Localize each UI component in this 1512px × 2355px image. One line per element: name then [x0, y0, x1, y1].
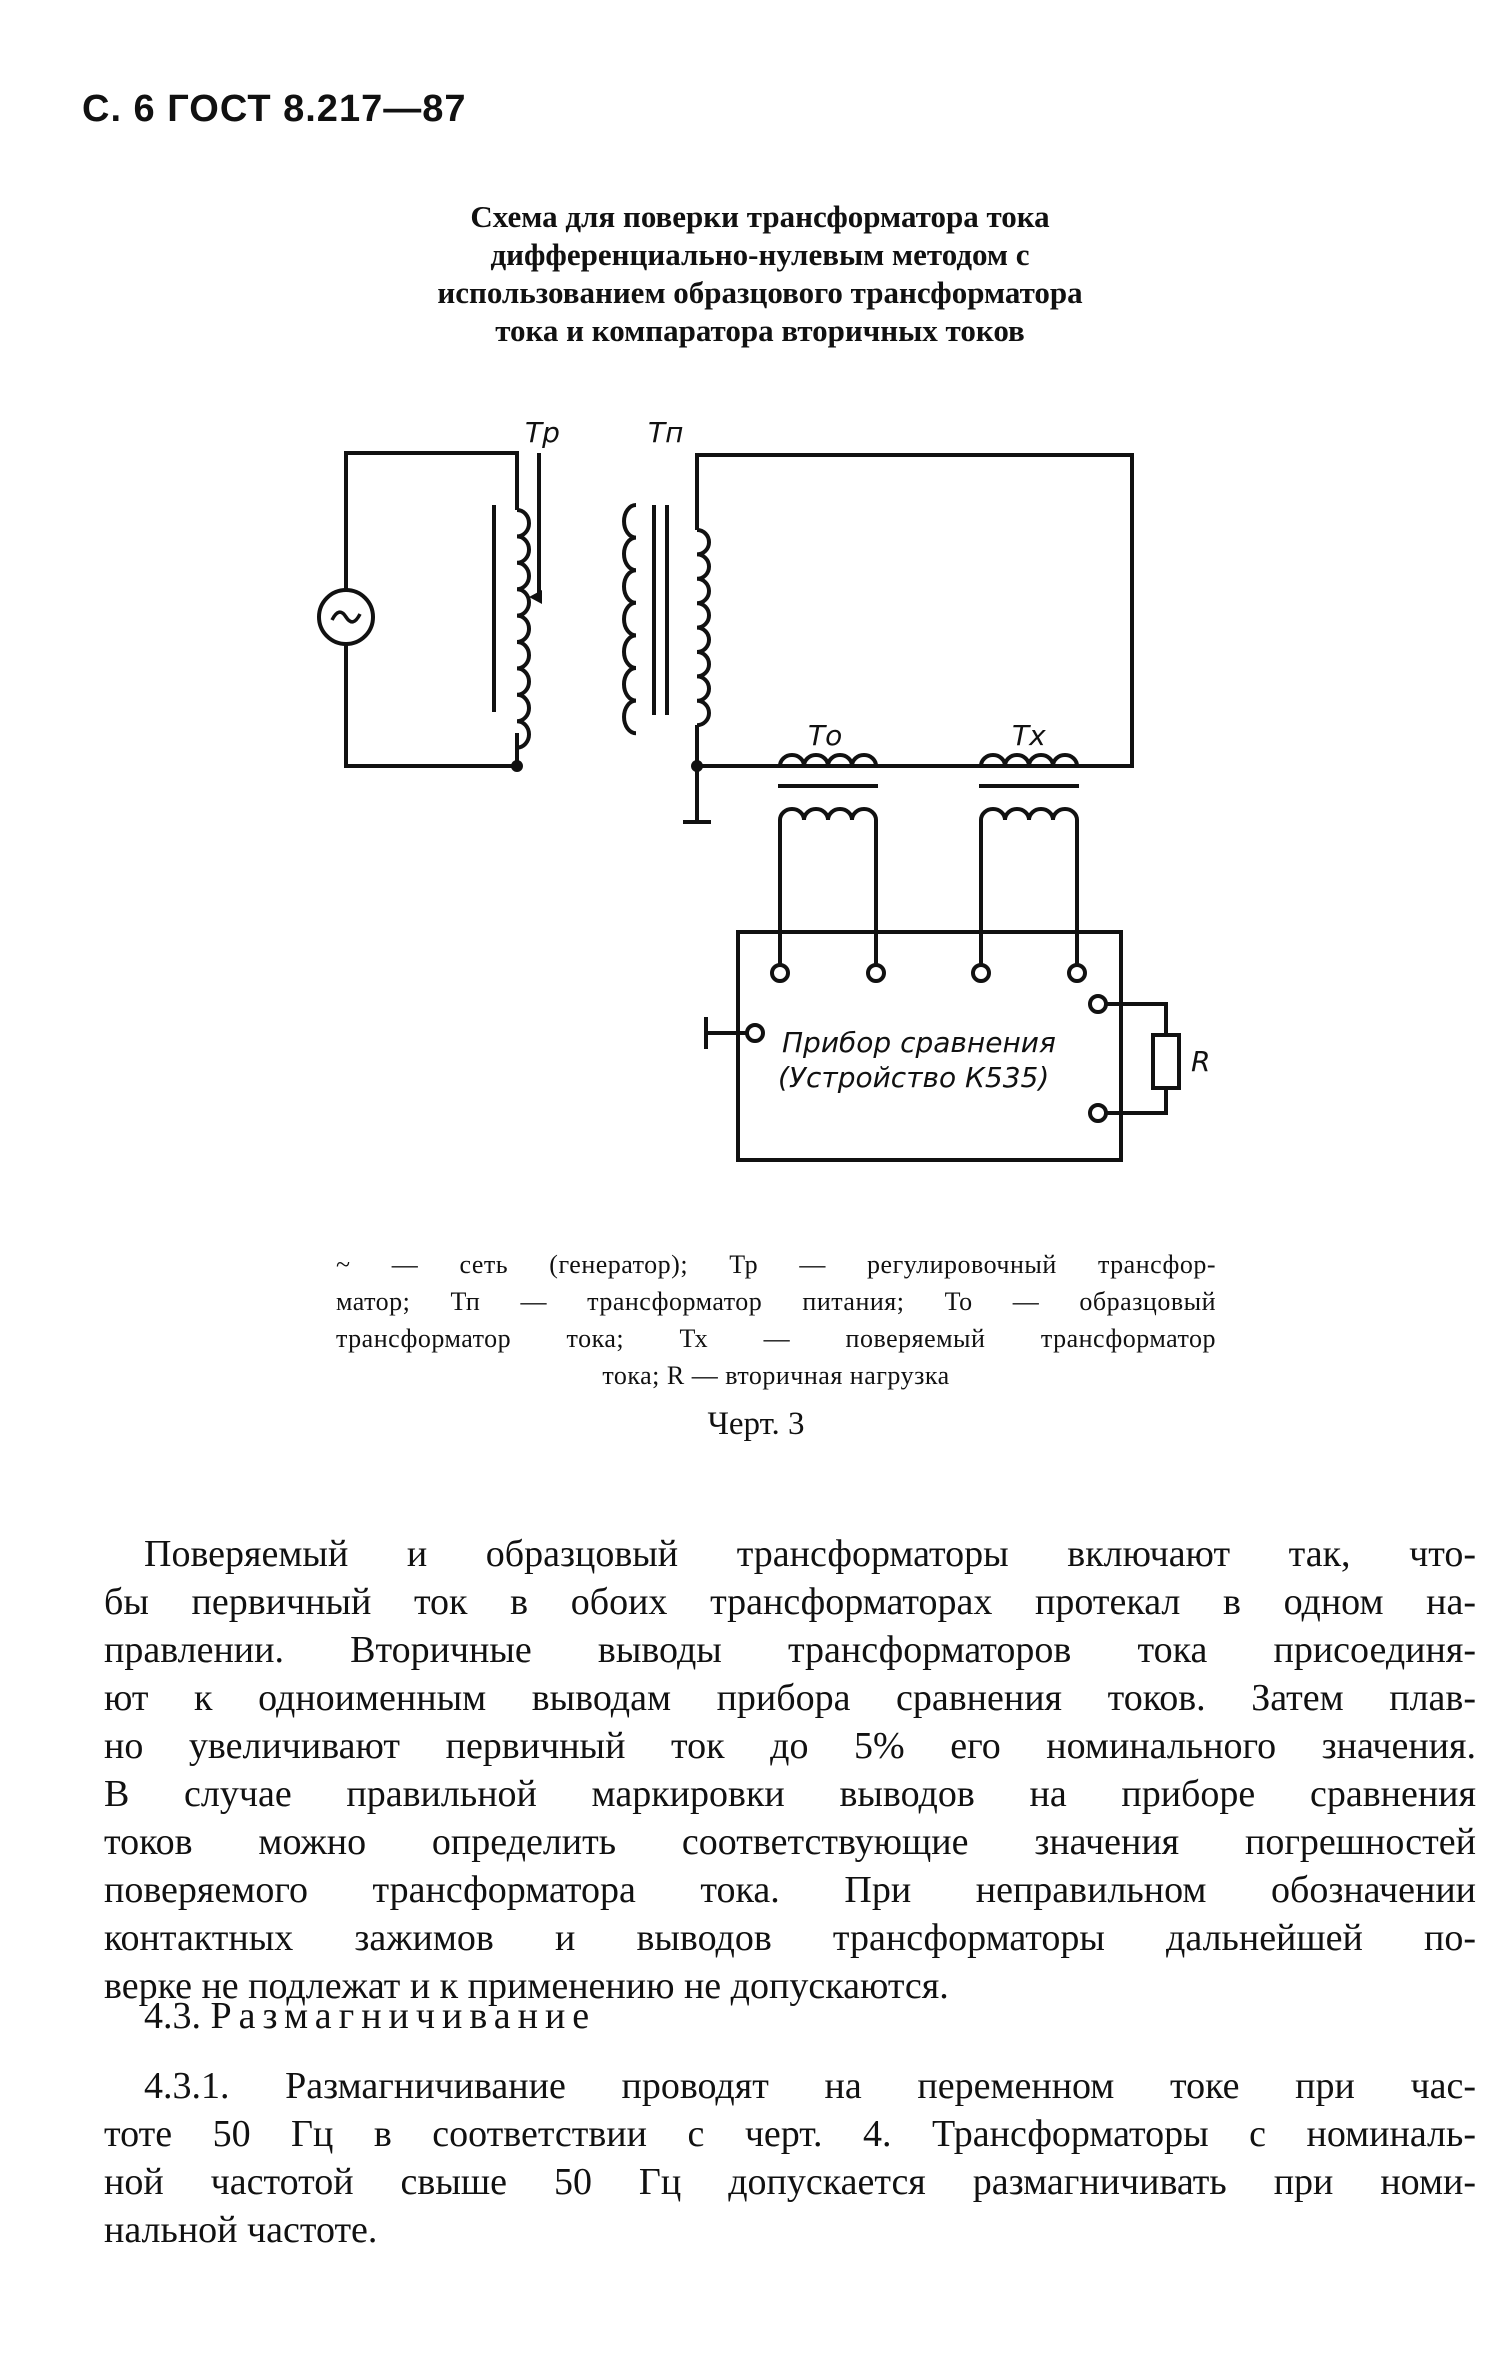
paragraph-line: поверяемого трансформатора тока. При неп… — [104, 1869, 1476, 1911]
paragraph-2: 4.3.1. Размагничивание проводят на перем… — [104, 2062, 1476, 2254]
tp-tap-wire — [535, 453, 541, 599]
junction-dot — [511, 760, 523, 772]
label-tp: Тр — [525, 416, 560, 449]
title-line: тока и компаратора вторичных токов — [495, 313, 1025, 348]
legend-line: трансформатор тока; Тх — поверяемый тран… — [336, 1324, 1216, 1353]
paragraph-line: тоте 50 Гц в соответствии с черт. 4. Тра… — [104, 2113, 1476, 2155]
paragraph-line: верке не подлежат и к применению не допу… — [104, 1965, 949, 2007]
figure-title: Схема для поверки трансформатора тока ди… — [330, 198, 1190, 350]
terminal — [1088, 1103, 1108, 1123]
label-r: R — [1191, 1045, 1210, 1078]
title-line: использованием образцового трансформатор… — [437, 275, 1083, 310]
paragraph-line: В случае правильной маркировки выводов н… — [104, 1773, 1476, 1815]
terminal — [1088, 994, 1108, 1014]
tn-primary-coil — [622, 503, 637, 736]
title-line: дифференциально-нулевым методом с — [490, 237, 1030, 272]
page-header: С. 6 ГОСТ 8.217—87 — [82, 88, 467, 130]
label-tx: Тх — [1012, 719, 1046, 752]
legend-line: матор; Тп — трансформатор питания; То — … — [336, 1287, 1216, 1316]
device-label-line2: (Устройство К535) — [778, 1061, 1049, 1094]
resistor — [1151, 1033, 1181, 1090]
wire-ground — [683, 725, 711, 824]
label-to: То — [808, 719, 842, 752]
terminal — [1067, 963, 1087, 983]
paragraph-line: Поверяемый и образцовый трансформаторы в… — [144, 1533, 1476, 1575]
section-heading: 4.3. Размагничивание — [144, 1994, 596, 2038]
to-transformer — [778, 753, 878, 942]
wire-right-loop — [695, 453, 1134, 768]
terminal — [866, 963, 886, 983]
title-line: Схема для поверки трансформатора тока — [470, 199, 1050, 234]
comparator-box — [736, 930, 1123, 1162]
paragraph-line: правлении. Вторичные выводы трансформато… — [104, 1629, 1476, 1671]
section-number: 4.3. — [144, 1995, 201, 2037]
generator-symbol — [317, 588, 375, 646]
device-label-line1: Прибор сравнения — [782, 1026, 1056, 1059]
paragraph-line: но увеличивают первичный ток до 5% его н… — [104, 1725, 1476, 1767]
paragraph-line: контактных зажимов и выводов трансформат… — [104, 1917, 1476, 1959]
wire-terminals — [778, 942, 1079, 965]
terminal — [971, 963, 991, 983]
paragraph-line: 4.3.1. Размагничивание проводят на перем… — [144, 2065, 1476, 2107]
junction-dot — [691, 760, 703, 772]
wire-resistor — [1106, 1002, 1168, 1115]
paragraph-line: бы первичный ток в обоих трансформаторах… — [104, 1581, 1476, 1623]
terminal — [770, 963, 790, 983]
legend-line: ~ — сеть (генератор); Тр — регулировочны… — [336, 1250, 1216, 1279]
paragraph-line: ной частотой свыше 50 Гц допускается раз… — [104, 2161, 1476, 2203]
tp-coil — [516, 508, 531, 750]
label-tn: Тп — [648, 416, 683, 449]
tn-secondary-coil — [696, 528, 711, 728]
paragraph-1: Поверяемый и образцовый трансформаторы в… — [104, 1530, 1476, 2010]
circuit-diagram: Тр Тп То Тх R Прибор сравнения (Устройст… — [317, 416, 1210, 1162]
section-title: Размагничивание — [210, 1995, 597, 2037]
figure-caption: Черт. 3 — [707, 1406, 805, 1442]
tx-transformer — [979, 753, 1079, 942]
paragraph-line: нальной частоте. — [104, 2209, 378, 2251]
legend-line: тока; R — вторичная нагрузка — [602, 1361, 950, 1390]
figure-legend: ~ — сеть (генератор); Тр — регулировочны… — [336, 1246, 1216, 1394]
tp-tap-arrow — [529, 590, 542, 604]
ground-terminal — [704, 1017, 747, 1049]
terminal — [745, 1023, 765, 1043]
paragraph-line: ют к одноименным выводам прибора сравнен… — [104, 1677, 1476, 1719]
paragraph-line: токов можно определить соответствующие з… — [104, 1821, 1476, 1863]
